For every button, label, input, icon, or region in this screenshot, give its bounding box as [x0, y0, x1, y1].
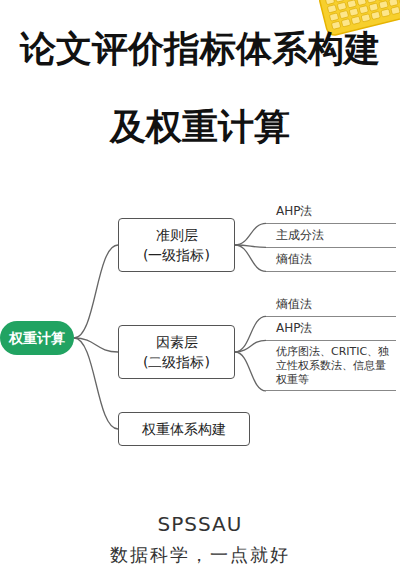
keyboard-key — [399, 0, 400, 4]
process-box: 权重体系构建 — [118, 412, 250, 446]
node-text: 因素层 (二级指标) — [125, 332, 228, 373]
connector — [235, 316, 266, 352]
keyboard-key — [381, 9, 390, 17]
keyboard-key — [341, 19, 350, 27]
connector — [235, 340, 266, 352]
method-leaf: 优序图法、CRITIC、独立性权系数法、信息量权重等 — [266, 345, 396, 392]
method-leaf: 熵值法 — [266, 252, 396, 272]
node-text: 优序图法、CRITIC、独立性权系数法、信息量权重等 — [276, 345, 394, 388]
keyboard-key — [327, 5, 336, 13]
connector — [235, 223, 266, 245]
node-text: 主成分法 — [276, 228, 394, 244]
node-text: 熵值法 — [276, 252, 394, 268]
keyboard-key — [389, 0, 398, 6]
method-leaf: 主成分法 — [266, 228, 396, 248]
keyboard-key — [329, 13, 338, 21]
connector — [74, 338, 118, 429]
keyboard-key — [357, 0, 366, 6]
level-box: 因素层 (二级指标) — [118, 325, 235, 380]
keyboard-key — [349, 8, 358, 16]
node-text: 熵值法 — [276, 297, 394, 313]
connector — [235, 245, 266, 271]
keyboard-key — [379, 1, 388, 9]
node-text: 权重体系构建 — [125, 419, 243, 439]
method-leaf: 熵值法 — [266, 297, 396, 317]
connector — [235, 352, 266, 391]
keyboard-key — [359, 6, 368, 14]
keyboard-key — [391, 6, 400, 14]
method-leaf: AHP法 — [266, 204, 396, 224]
connector — [74, 338, 118, 352]
keyboard-key — [367, 0, 376, 3]
keyboard-key — [347, 0, 356, 8]
keyboard-key — [369, 3, 378, 11]
brand-label: SPSSAU — [0, 512, 400, 536]
keyboard-key — [339, 10, 348, 18]
connector — [74, 245, 118, 338]
slogan-label: 数据科学，一点就好 — [0, 543, 400, 567]
keyboard-key — [377, 0, 386, 1]
keyboard-key — [361, 14, 370, 22]
keyboard-key — [371, 11, 380, 19]
keyboard-key — [337, 2, 346, 10]
keyboard-key — [351, 16, 360, 24]
keyboard-key — [325, 0, 334, 5]
level-box: 准则层 (一级指标) — [118, 218, 235, 273]
node-text: 权重计算 — [6, 329, 68, 347]
keyboard-key — [335, 0, 344, 2]
title: 论文评价指标体系构建 及权重计算 — [10, 10, 390, 166]
node-text: AHP法 — [276, 204, 394, 220]
node-text: 准则层 (一级指标) — [125, 225, 228, 266]
method-leaf: AHP法 — [266, 321, 396, 341]
node-text: AHP法 — [276, 321, 394, 337]
root-pill: 权重计算 — [0, 321, 74, 355]
